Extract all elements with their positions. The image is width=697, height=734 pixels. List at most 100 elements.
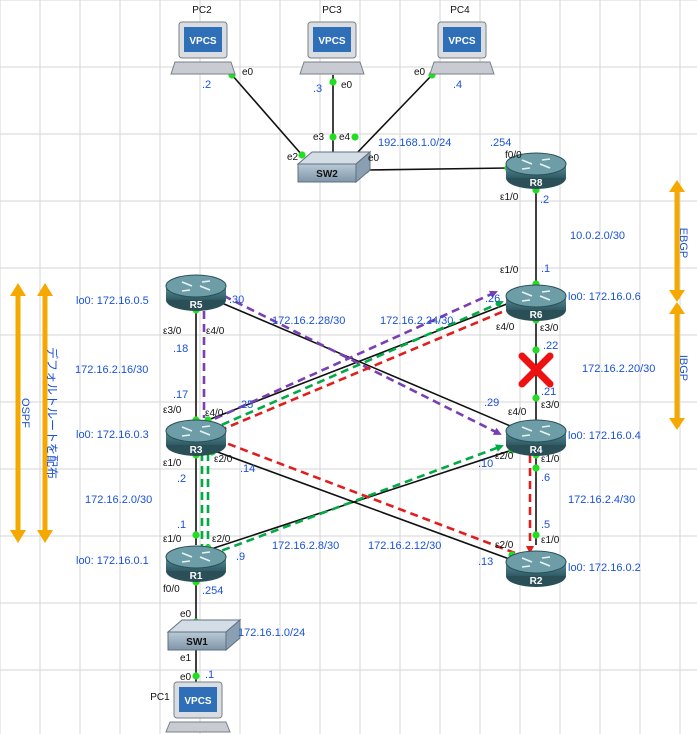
link-r3-r6: [207, 301, 513, 421]
sw2-port-e2: e2: [287, 152, 299, 163]
r4-e2-addr: .10: [478, 458, 493, 470]
port-dot: [329, 78, 337, 86]
r4-router[interactable]: R4: [505, 419, 567, 456]
r3-e4-addr: .25: [238, 399, 253, 411]
link-r3-r2: [211, 449, 513, 561]
r2-router[interactable]: R2: [505, 550, 567, 587]
bracket-ebgp: EBGP: [669, 180, 689, 302]
r4-e1-addr: .6: [541, 472, 550, 484]
pc4-device[interactable]: VPCS: [429, 21, 495, 75]
r3-e1-addr: .2: [177, 473, 186, 485]
r2-port-e1: ε1/0: [541, 535, 560, 546]
pc2-screen-label: VPCS: [189, 36, 217, 47]
r8-port-e1: ε1/0: [500, 192, 519, 203]
r4-e4-addr: .29: [484, 397, 499, 409]
r6-loopback: lo0: 172.16.0.6: [568, 291, 641, 303]
r5-e3-addr: .18: [173, 343, 188, 355]
pc2-name: PC2: [192, 5, 212, 16]
pc1-screen-label: VPCS: [184, 696, 212, 707]
r3-port-e4: ε4/0: [205, 408, 224, 419]
r1-router[interactable]: R1: [165, 545, 227, 582]
sw1-device[interactable]: SW1: [166, 618, 242, 652]
sw2-port-e0: e0: [368, 153, 380, 164]
pc3-device[interactable]: VPCS: [299, 21, 365, 75]
link-r5-r4: [209, 297, 516, 429]
port-dot: [532, 346, 540, 354]
sw2-name: SW2: [316, 169, 338, 180]
r6-port-e4: ε4/0: [496, 322, 515, 333]
pc1-device[interactable]: VPCS: [165, 681, 231, 733]
ospf-label: OSPF: [19, 398, 31, 428]
r6-router[interactable]: R6: [505, 284, 567, 321]
r4-port-e1: ε1/0: [541, 454, 560, 465]
pc4-name: PC4: [450, 5, 470, 16]
r4-port-e4: ε4/0: [508, 407, 527, 418]
sw2-device[interactable]: SW2: [296, 150, 372, 184]
r3-name: R3: [190, 445, 203, 456]
r5-router[interactable]: R5: [165, 274, 227, 311]
r6-e1-addr: .1: [541, 263, 550, 275]
r4-port-e2: ε2/0: [495, 451, 514, 462]
r3-e3-addr: .17: [173, 389, 188, 401]
pc2-device[interactable]: VPCS: [170, 21, 236, 75]
r1-loopback: lo0: 172.16.0.1: [76, 555, 149, 567]
r4-router-icon: [521, 425, 551, 437]
r5-port-e4: ε4/0: [206, 326, 225, 337]
r8-router-icon: [521, 158, 551, 170]
pc2-port: e0: [242, 67, 254, 78]
port-dot: [532, 464, 540, 472]
physical-links: [195, 74, 537, 688]
r8-port-f0: f0/0: [505, 150, 522, 161]
r3-e2-addr: .14: [240, 463, 255, 475]
r3-r1-network: 172.16.2.0/30: [85, 494, 152, 506]
r3-r6-network: 172.16.2.24/30: [380, 315, 453, 327]
r1-r4-network: 172.16.2.8/30: [272, 540, 339, 552]
ebgp-label: EBGP: [677, 228, 689, 259]
r1-port-e1: ε1/0: [163, 534, 182, 545]
sw2-port-e4: e4: [339, 132, 351, 143]
r6-e3-addr: .22: [543, 340, 558, 352]
sw1-name: SW1: [186, 637, 208, 648]
r8-r6-network: 10.0.2.0/30: [570, 230, 625, 242]
port-dot: [192, 672, 200, 680]
r6-r4-network: 172.16.2.20/30: [582, 363, 655, 375]
r3-port-e1: ε1/0: [163, 458, 182, 469]
port-dot: [329, 133, 337, 141]
r2-e1-addr: .5: [541, 519, 550, 531]
port-dot: [192, 531, 200, 539]
r1-port-e2: ε2/0: [212, 534, 231, 545]
r4-port-e3: ε3/0: [541, 400, 560, 411]
r5-port-e3: ε3/0: [163, 326, 182, 337]
sw1-port-e1: e1: [180, 653, 192, 664]
r6-name: R6: [530, 310, 543, 321]
green-path-r3-r6: [209, 300, 504, 432]
pc4-addr: .4: [453, 79, 462, 91]
r3-port-e3: ε3/0: [163, 405, 182, 416]
r3-router[interactable]: R3: [165, 419, 227, 456]
r8-router[interactable]: R8: [505, 152, 567, 189]
port-dot: [351, 133, 359, 141]
r6-port-e1: ε1/0: [500, 265, 519, 276]
ibgp-label: IBGP: [677, 355, 689, 381]
default-route-label: デフォルトルートを配布: [45, 347, 60, 479]
r1-f0-addr: .254: [202, 585, 223, 597]
purple-path-r3-r6: [202, 290, 498, 426]
r1-name: R1: [190, 571, 203, 582]
pc3-screen-label: VPCS: [318, 36, 346, 47]
r4-loopback: lo0: 172.16.0.4: [568, 430, 641, 442]
link-pc2-sw2: [231, 74, 303, 156]
r5-r4-network: 172.16.2.28/30: [272, 315, 345, 327]
bracket-ibgp: IBGP: [669, 302, 689, 430]
r3-r2-network: 172.16.2.12/30: [368, 540, 441, 552]
bracket-ospf: OSPF: [10, 283, 31, 543]
r1-e2-addr: .9: [236, 551, 245, 563]
route-arrows: [200, 288, 534, 557]
link-down-x: [518, 352, 554, 388]
port-dot: [532, 394, 540, 402]
r3-router-icon: [181, 425, 211, 437]
r5-router-icon: [181, 280, 211, 292]
r3-port-e2: ε2/0: [214, 454, 233, 465]
r2-name: R2: [530, 576, 543, 587]
red-path-r2-r3: [216, 438, 516, 555]
